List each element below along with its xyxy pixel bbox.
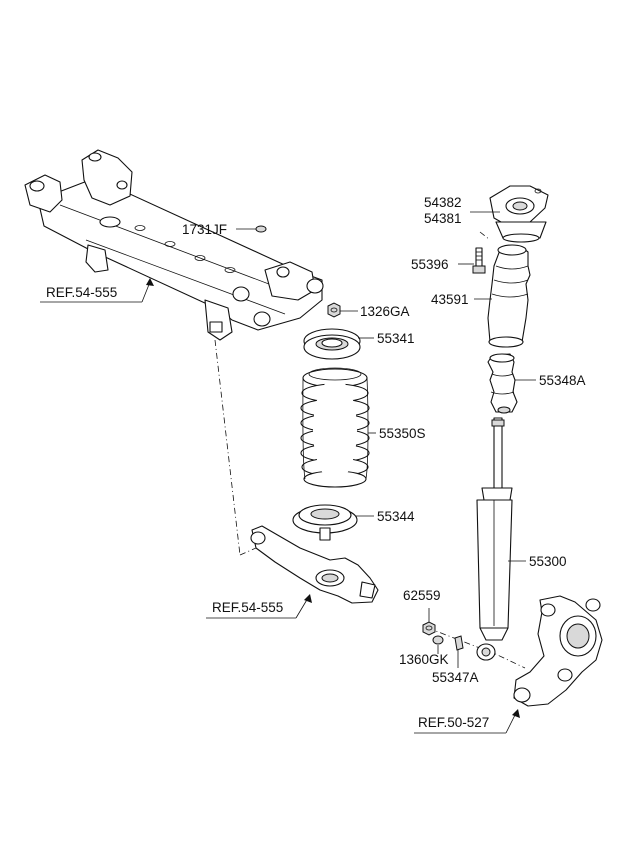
ref-knuckle-callout: REF.50-527 xyxy=(414,709,520,734)
spring-lower-seat-55344-drawing xyxy=(292,504,358,541)
rear-knuckle-drawing xyxy=(513,595,603,707)
shock-top-mount-54382-drawing xyxy=(489,185,549,243)
nut-1360GK-drawing xyxy=(432,635,444,645)
leader-lines xyxy=(340,211,536,668)
assembly-line-arm-link xyxy=(239,547,257,556)
part-label-55350S: 55350S xyxy=(379,426,426,441)
ref-lower-arm-callout: REF.54-555 xyxy=(206,594,312,619)
bump-stopper-55348A-drawing xyxy=(487,353,518,414)
part-label-55347A: 55347A xyxy=(432,670,479,685)
spring-upper-pad-55341-drawing xyxy=(303,328,361,360)
part-label-54382: 54382 xyxy=(424,195,462,210)
ref-knuckle-label: REF.50-527 xyxy=(418,715,489,730)
assembly-line-crossmember-to-arm xyxy=(214,339,241,556)
assembly-line-absorber-to-knuckle xyxy=(486,649,526,669)
part-label-55396: 55396 xyxy=(411,257,449,272)
part-label-43591: 43591 xyxy=(431,292,469,307)
dust-cover-43591-drawing xyxy=(487,244,531,348)
part-label-55300: 55300 xyxy=(529,554,567,569)
part-label-1360GK: 1360GK xyxy=(399,652,449,667)
plug-1731JF-drawing xyxy=(236,225,267,233)
part-label-1326GA: 1326GA xyxy=(360,304,410,319)
ref-crossmember-label: REF.54-555 xyxy=(46,285,117,300)
part-label-55348A: 55348A xyxy=(539,373,586,388)
part-label-62559: 62559 xyxy=(403,588,441,603)
part-label-54381: 54381 xyxy=(424,211,462,226)
shock-absorber-55300-drawing xyxy=(476,417,513,661)
coil-spring-55350S-drawing xyxy=(300,367,370,488)
ref-crossmember-callout: REF.54-555 xyxy=(40,278,154,303)
lower-arm-drawing xyxy=(250,525,379,604)
bolt-55347A-drawing xyxy=(454,635,464,651)
part-label-55341: 55341 xyxy=(377,331,415,346)
assembly-line-mount-to-absorber xyxy=(479,231,491,241)
bolt-55396-drawing xyxy=(472,247,486,274)
part-label-1731JF: 1731JF xyxy=(182,222,227,237)
part-label-55344: 55344 xyxy=(377,509,415,524)
ref-lower-arm-label: REF.54-555 xyxy=(212,600,283,615)
rear-crossmember-drawing xyxy=(24,149,324,341)
washer-62559-drawing xyxy=(422,621,436,636)
nut-1326GA-drawing xyxy=(327,302,341,318)
